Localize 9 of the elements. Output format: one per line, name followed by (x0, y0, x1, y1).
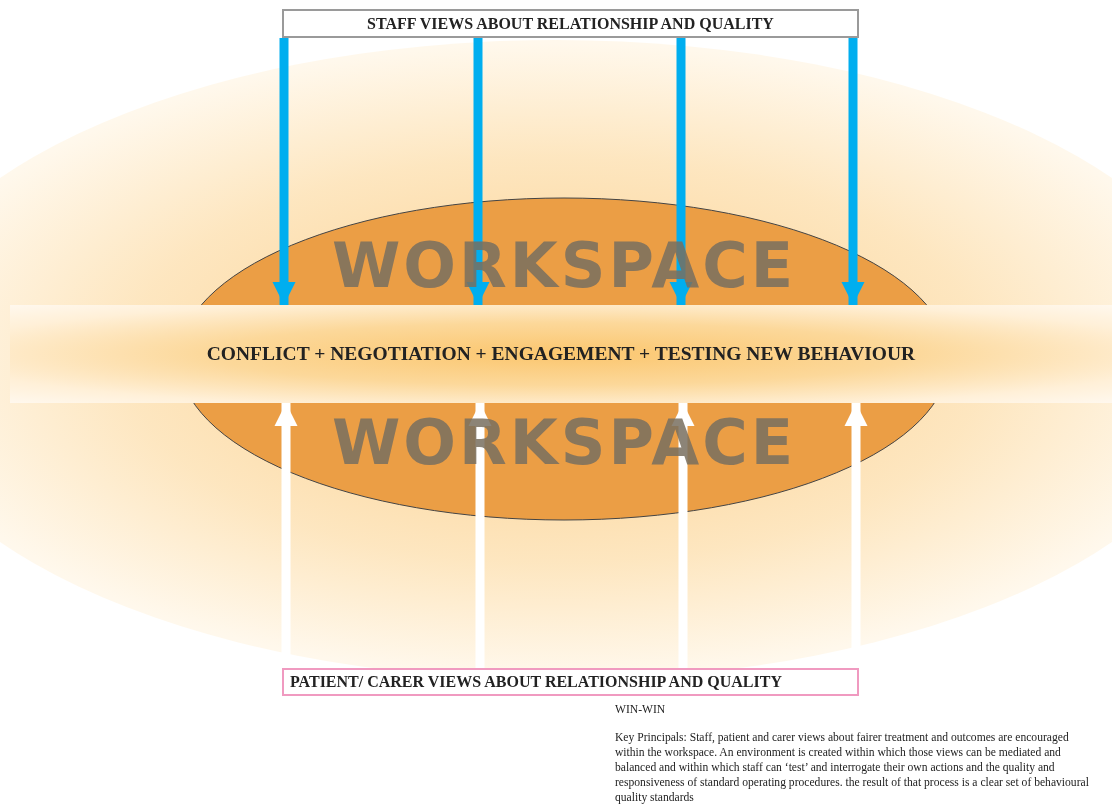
arrow (841, 38, 865, 305)
gradient-band (10, 305, 1112, 403)
title-box: STAFF VIEWS ABOUT RELATIONSHIP AND QUALITY (282, 9, 859, 38)
title-box: PATIENT/ CARER VIEWS ABOUT RELATIONSHIP AND QUALITY (282, 668, 859, 696)
heading-note: WIN-WIN (615, 702, 667, 717)
note-paragraph: Key Principals: Staff, patient and carer views about fairer treatment and outcomes are encouraged within the workspace. An environment is created within which those views can be mediated and balanced and within which staff can ‘test’ and interrogate their own actions and the quality and responsiveness of standard operating procedures. the result of that process is a clear set of behavioural quality standards (615, 730, 1090, 805)
arrow (466, 38, 490, 305)
arrow (272, 38, 296, 305)
band-label: CONFLICT + NEGOTIATION + ENGAGEMENT + TESTING NEW BEHAVIOUR (206, 343, 916, 365)
